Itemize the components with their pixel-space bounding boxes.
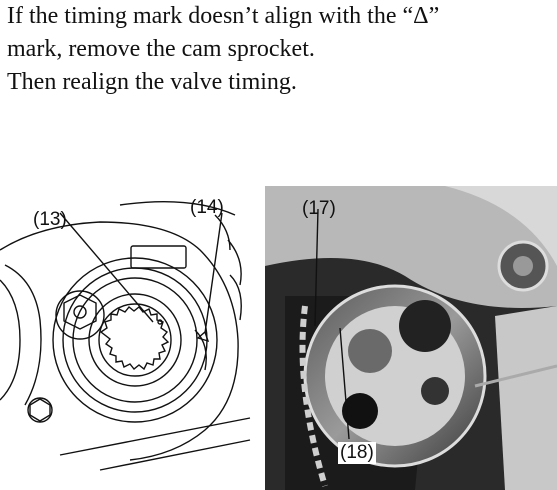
cam-sprocket-line-drawing (0, 200, 251, 471)
instruction-line-1: If the timing mark doesn’t align with th… (7, 3, 440, 29)
instruction-line-2: mark, remove the cam sprocket. (7, 36, 315, 62)
callout-14: (14) (190, 197, 224, 218)
callout-17: (17) (302, 198, 336, 219)
instruction-text: If the timing mark doesn’t align with th… (7, 0, 557, 99)
instruction-line-3: Then realign the valve timing. (7, 69, 297, 95)
cam-chain-photo (265, 186, 557, 490)
callout-18: (18) (338, 442, 376, 464)
callout-13: (13) (33, 209, 67, 230)
